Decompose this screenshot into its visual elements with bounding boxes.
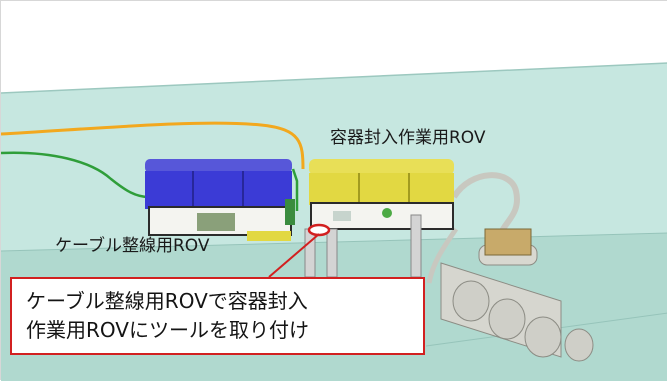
cable-rov-label: ケーブル整線用ROV [55, 236, 210, 256]
cable-rov-body [145, 171, 292, 209]
gray-hose-2 [426, 227, 459, 284]
container-rov-top [309, 159, 454, 175]
cylinders [440, 228, 594, 362]
green-cable-2 [291, 168, 299, 211]
container-rov [309, 159, 454, 230]
callout-leader [268, 233, 320, 278]
cylinder-tool [484, 228, 532, 256]
arm-right [410, 214, 422, 278]
tool-ring [307, 223, 331, 237]
container-rov-label: 容器封入作業用ROV [330, 128, 486, 148]
callout-box: ケーブル整線用ROVで容器封入 作業用ROVにツールを取り付け [10, 277, 425, 355]
container-rov-body [309, 173, 454, 205]
wall-edge [0, 62, 667, 94]
cable-rov-top [145, 159, 292, 173]
cable-rov [145, 159, 295, 241]
gray-hose [451, 172, 520, 235]
callout-line-1: ケーブル整線用ROVで容器封入 [26, 289, 308, 313]
orange-cable [0, 121, 305, 170]
leg-right [326, 228, 338, 278]
cable-rov-tool [197, 213, 235, 231]
callout-line-2: 作業用ROVにツールを取り付け [26, 318, 309, 342]
leg-left [304, 228, 316, 278]
container-rov-frame [310, 202, 454, 230]
green-cable [0, 151, 150, 199]
